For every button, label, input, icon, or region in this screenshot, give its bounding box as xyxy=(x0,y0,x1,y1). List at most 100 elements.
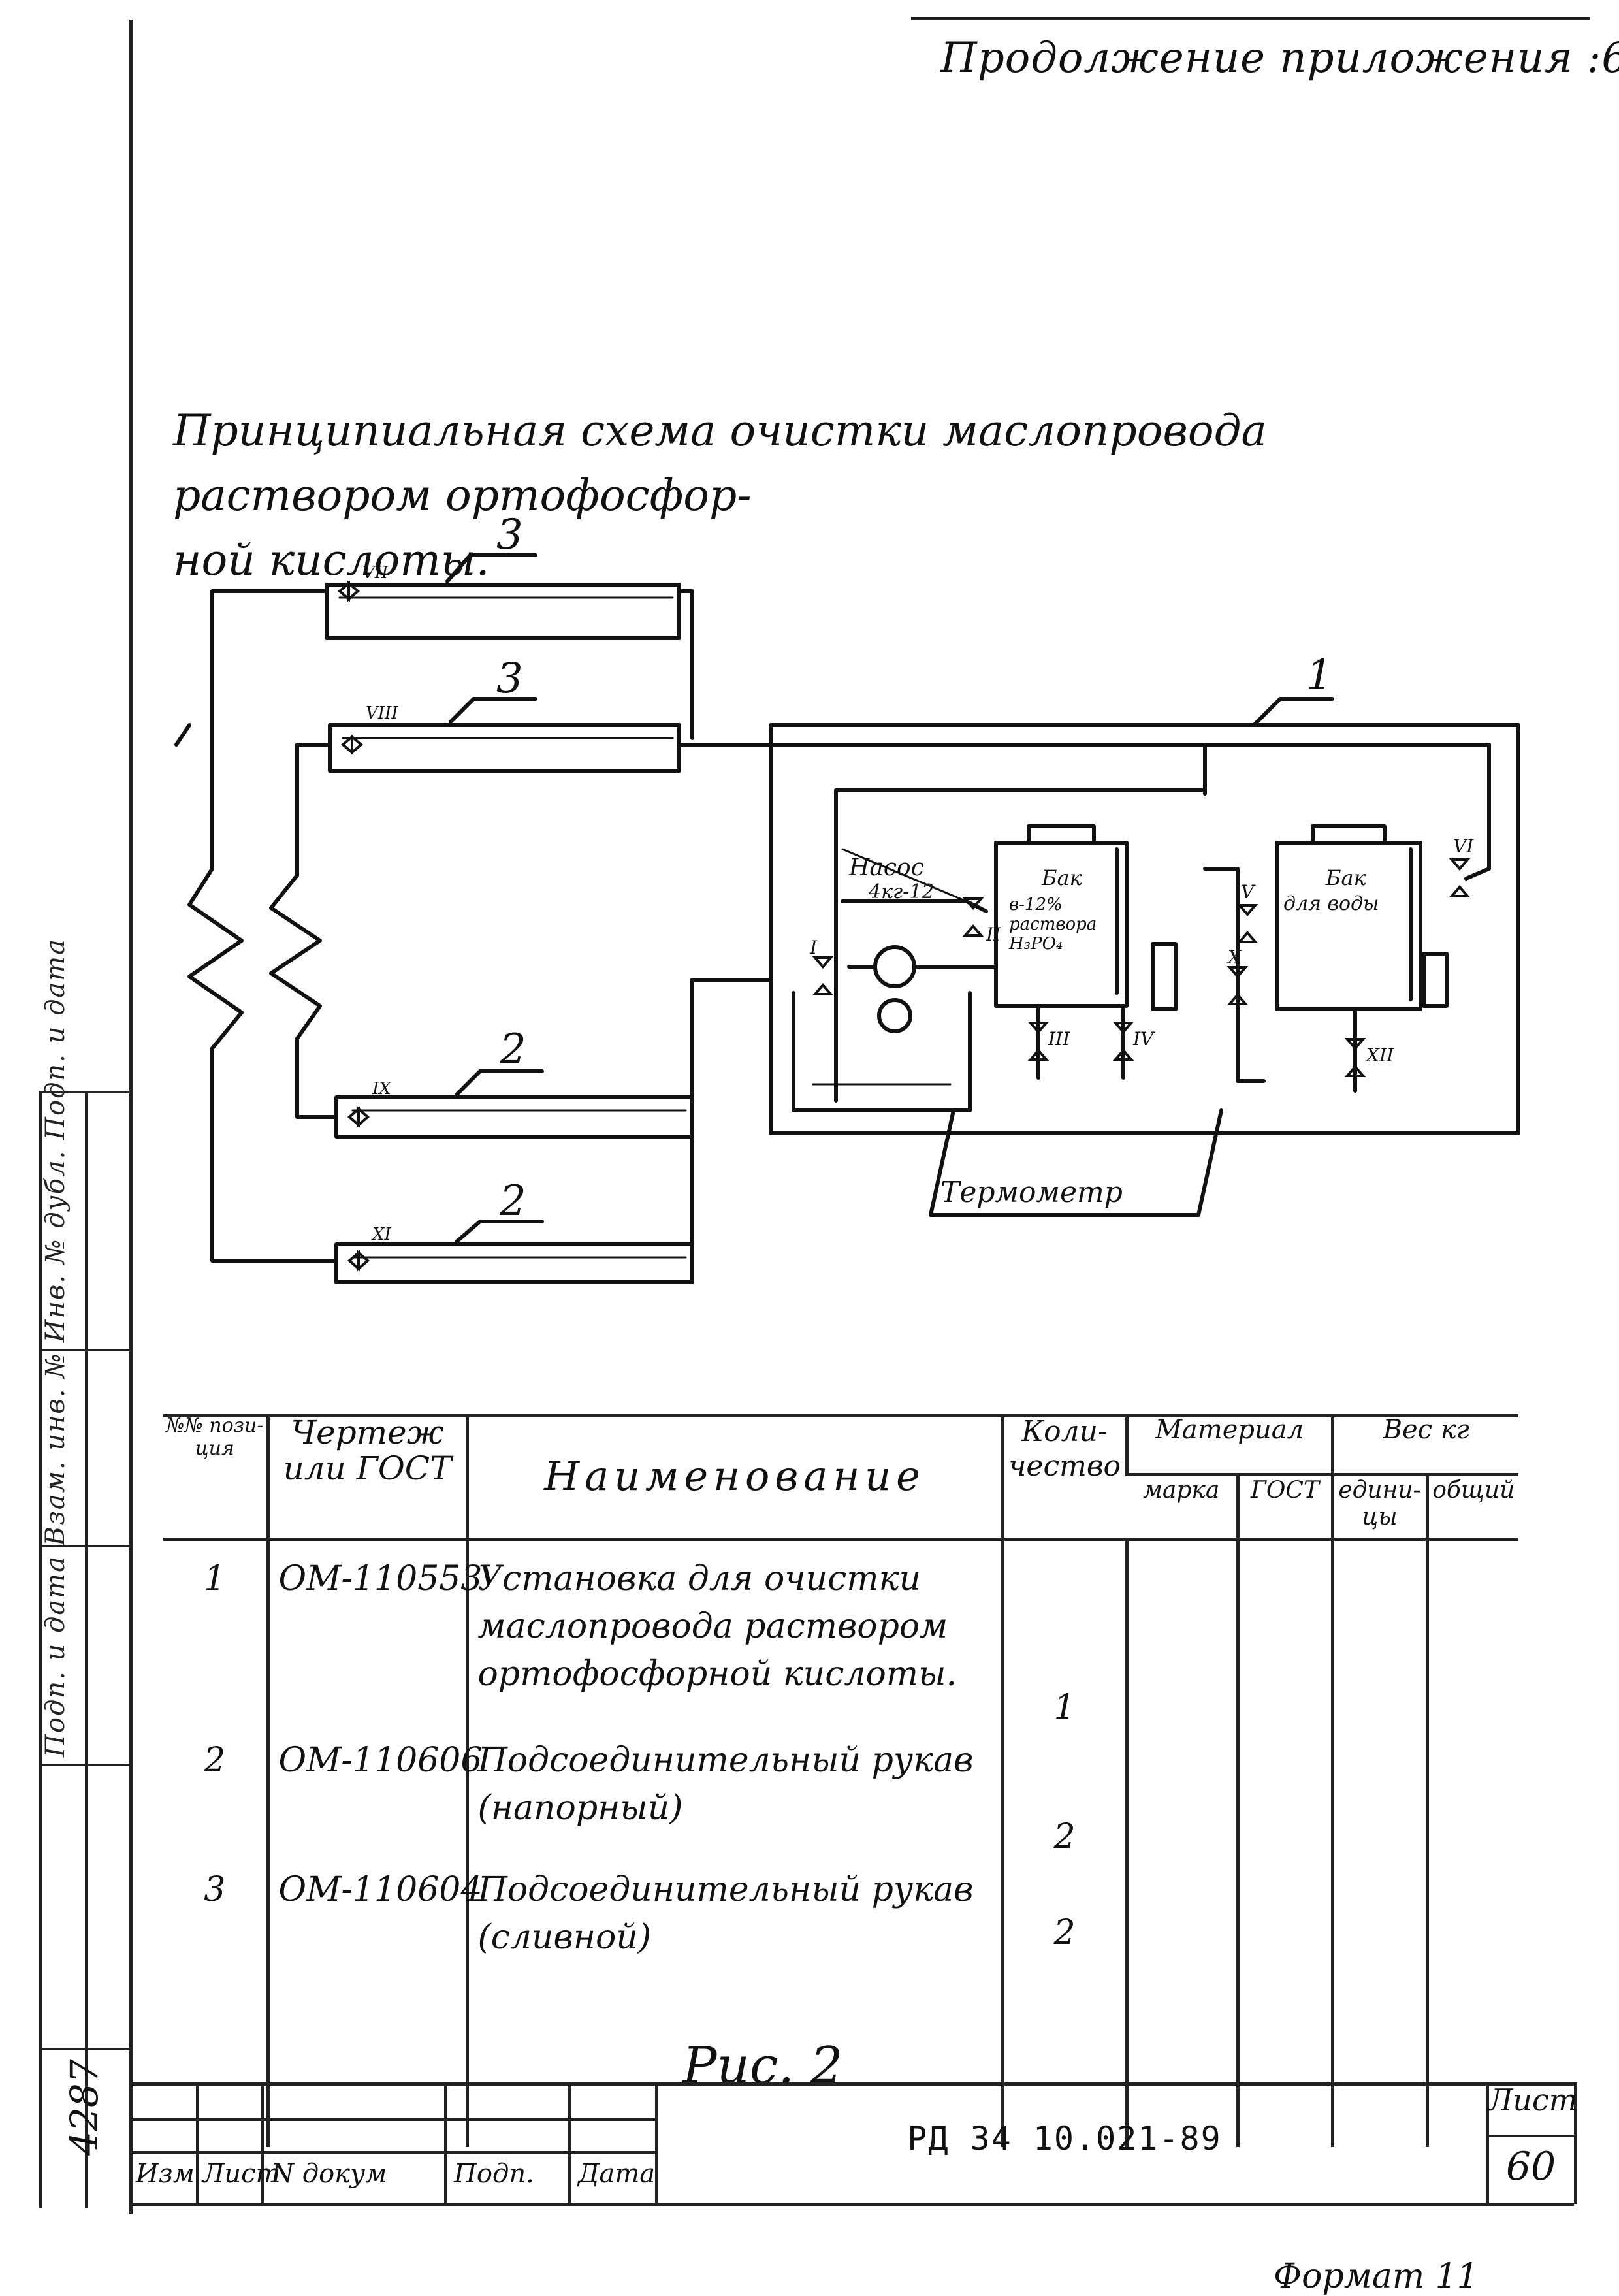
hose-3b xyxy=(328,723,681,773)
valve-label-vi: VI xyxy=(1453,835,1474,857)
row-3-grade xyxy=(1125,1864,1238,2147)
table-row: 3 ОМ-110604 Подсоединительный рукав (сли… xyxy=(163,1864,1519,2147)
water-tank xyxy=(1275,841,1422,1011)
valve-label-i: I xyxy=(809,937,818,958)
tb-list: Лист xyxy=(202,2159,281,2189)
header-rule xyxy=(911,17,1590,20)
hose-2b xyxy=(334,1242,694,1284)
title-block-row xyxy=(129,2151,655,2154)
row-3-drawing: ОМ-110604 xyxy=(266,1864,482,2147)
header-material: Материал xyxy=(1125,1414,1332,1476)
valve-ix xyxy=(347,1106,370,1128)
row-2-name: Подсоединительный рукав (напорный) xyxy=(465,1734,1002,1864)
row-2-qty: 2 xyxy=(1001,1734,1127,1864)
title-block-mid xyxy=(129,2118,655,2121)
scheme-title: Принципиальная схема очистки маслопровод… xyxy=(173,406,1267,585)
table-row: 1 ОМ-110553 Установка для очистки маслоп… xyxy=(163,1539,1519,1734)
header-name: Наименование xyxy=(465,1414,1002,1541)
row-2-grade xyxy=(1125,1734,1238,1864)
row-2-unit-weight xyxy=(1330,1734,1427,1864)
header-material-gost: ГОСТ xyxy=(1236,1474,1332,1541)
left-border xyxy=(129,20,133,2214)
valve-iii xyxy=(1027,1022,1050,1061)
unit-1-frame xyxy=(769,723,1520,1135)
row-3-pos: 3 xyxy=(204,1870,226,1909)
hose-2a xyxy=(334,1095,694,1139)
header-weight: Вес кг xyxy=(1330,1414,1519,1476)
row-1-drawing: ОМ-110553 xyxy=(266,1539,482,1734)
specification-table: №№ пози-ция Чертеж или ГОСТ Наименование… xyxy=(163,1414,1519,2147)
valve-vi xyxy=(1449,858,1471,897)
header-weight-unit: едини-цы xyxy=(1330,1474,1427,1541)
valve-viii xyxy=(340,734,364,756)
side-strip-col xyxy=(85,1091,88,2208)
valve-label-ii: II xyxy=(986,924,1001,945)
acid-tank xyxy=(994,841,1129,1008)
valve-label-viii: VIII xyxy=(366,703,398,723)
header-material-grade: марка xyxy=(1127,1474,1238,1541)
row-1-qty: 1 xyxy=(1001,1539,1127,1734)
valve-label-xi: XI xyxy=(371,1225,392,1244)
valve-xii xyxy=(1344,1038,1366,1077)
valve-label-iv: IV xyxy=(1132,1028,1155,1050)
title-block-sheet-div xyxy=(1488,2135,1574,2137)
format-note: Формат 11 xyxy=(1274,2257,1479,2296)
tb-col-5 xyxy=(655,2082,658,2204)
row-1-pos: 1 xyxy=(204,1559,226,1598)
thermometer-label: Термометр xyxy=(940,1176,1123,1209)
water-tank-label: Бак xyxy=(1325,865,1367,890)
tb-date: Дата xyxy=(578,2159,656,2189)
valve-ii xyxy=(962,897,984,937)
water-tank-note: для воды xyxy=(1283,892,1379,915)
row-1-gost xyxy=(1236,1539,1332,1734)
valve-label-iii: III xyxy=(1048,1028,1070,1050)
row-1-grade xyxy=(1125,1539,1238,1734)
valve-label-x: X xyxy=(1226,946,1242,968)
row-3-unit-weight xyxy=(1330,1864,1427,2147)
acid-tank-label: Бак xyxy=(1041,865,1083,890)
continuation-heading: Продолжение приложения :6 xyxy=(940,34,1619,82)
tb-col-6 xyxy=(1486,2082,1489,2204)
side-band-labels: Подп. и дата Взам. инв. № Инв. № дубл. П… xyxy=(40,937,71,1757)
row-3-gost xyxy=(1236,1864,1332,2147)
header-quantity: Коли-чество xyxy=(1001,1414,1127,1541)
title-block-top xyxy=(129,2082,1574,2086)
table-row: 2 ОМ-110606 Подсоединительный рукав (нап… xyxy=(163,1734,1519,1864)
row-1-name: Установка для очистки маслопровода раств… xyxy=(465,1539,1002,1734)
row-3-name: Подсоединительный рукав (сливной) xyxy=(465,1864,1002,2147)
tb-col-3 xyxy=(444,2082,447,2204)
valve-iv xyxy=(1112,1022,1134,1061)
acid-tank-note-2: раствора xyxy=(1009,914,1097,934)
table-top-border xyxy=(163,1414,1518,1417)
pump-label: Насос xyxy=(848,854,924,881)
valve-x xyxy=(1226,966,1249,1005)
hose-3a xyxy=(325,583,681,640)
side-strip-line xyxy=(39,1091,42,2208)
pump-model-label: 4кг-12 xyxy=(868,881,934,903)
tb-ndoc: N докум xyxy=(271,2159,387,2189)
inventory-number: 4287 xyxy=(62,2059,106,2156)
sheet-label: Лист xyxy=(1488,2082,1578,2118)
valve-v xyxy=(1236,904,1258,943)
pump xyxy=(873,945,916,988)
valve-i xyxy=(812,956,834,995)
valve-label-xii: XII xyxy=(1365,1044,1394,1066)
header-weight-total: общий xyxy=(1425,1474,1519,1541)
callout-2b: 2 xyxy=(499,1177,526,1225)
callout-1: 1 xyxy=(1306,651,1333,700)
tb-izm: Изм xyxy=(136,2159,195,2189)
row-1-total-weight xyxy=(1425,1539,1519,1734)
row-2-total-weight xyxy=(1425,1734,1519,1864)
document-designation: РД 34 10.021-89 xyxy=(907,2120,1222,2158)
tb-col-2 xyxy=(261,2082,264,2204)
tb-col-7 xyxy=(1574,2082,1577,2204)
acid-tank-note-3: Н₃РО₄ xyxy=(1008,934,1063,954)
row-2-pos: 2 xyxy=(204,1741,226,1780)
row-2-drawing: ОМ-110606 xyxy=(266,1734,482,1864)
row-3-qty: 2 xyxy=(1001,1864,1127,2147)
header-drawing: Чертеж или ГОСТ xyxy=(266,1414,467,1541)
valve-label-v: V xyxy=(1241,881,1256,903)
tb-sign: Подп. xyxy=(454,2159,534,2189)
row-1-unit-weight xyxy=(1330,1539,1427,1734)
figure-caption: Рис. 2 xyxy=(682,2037,843,2095)
